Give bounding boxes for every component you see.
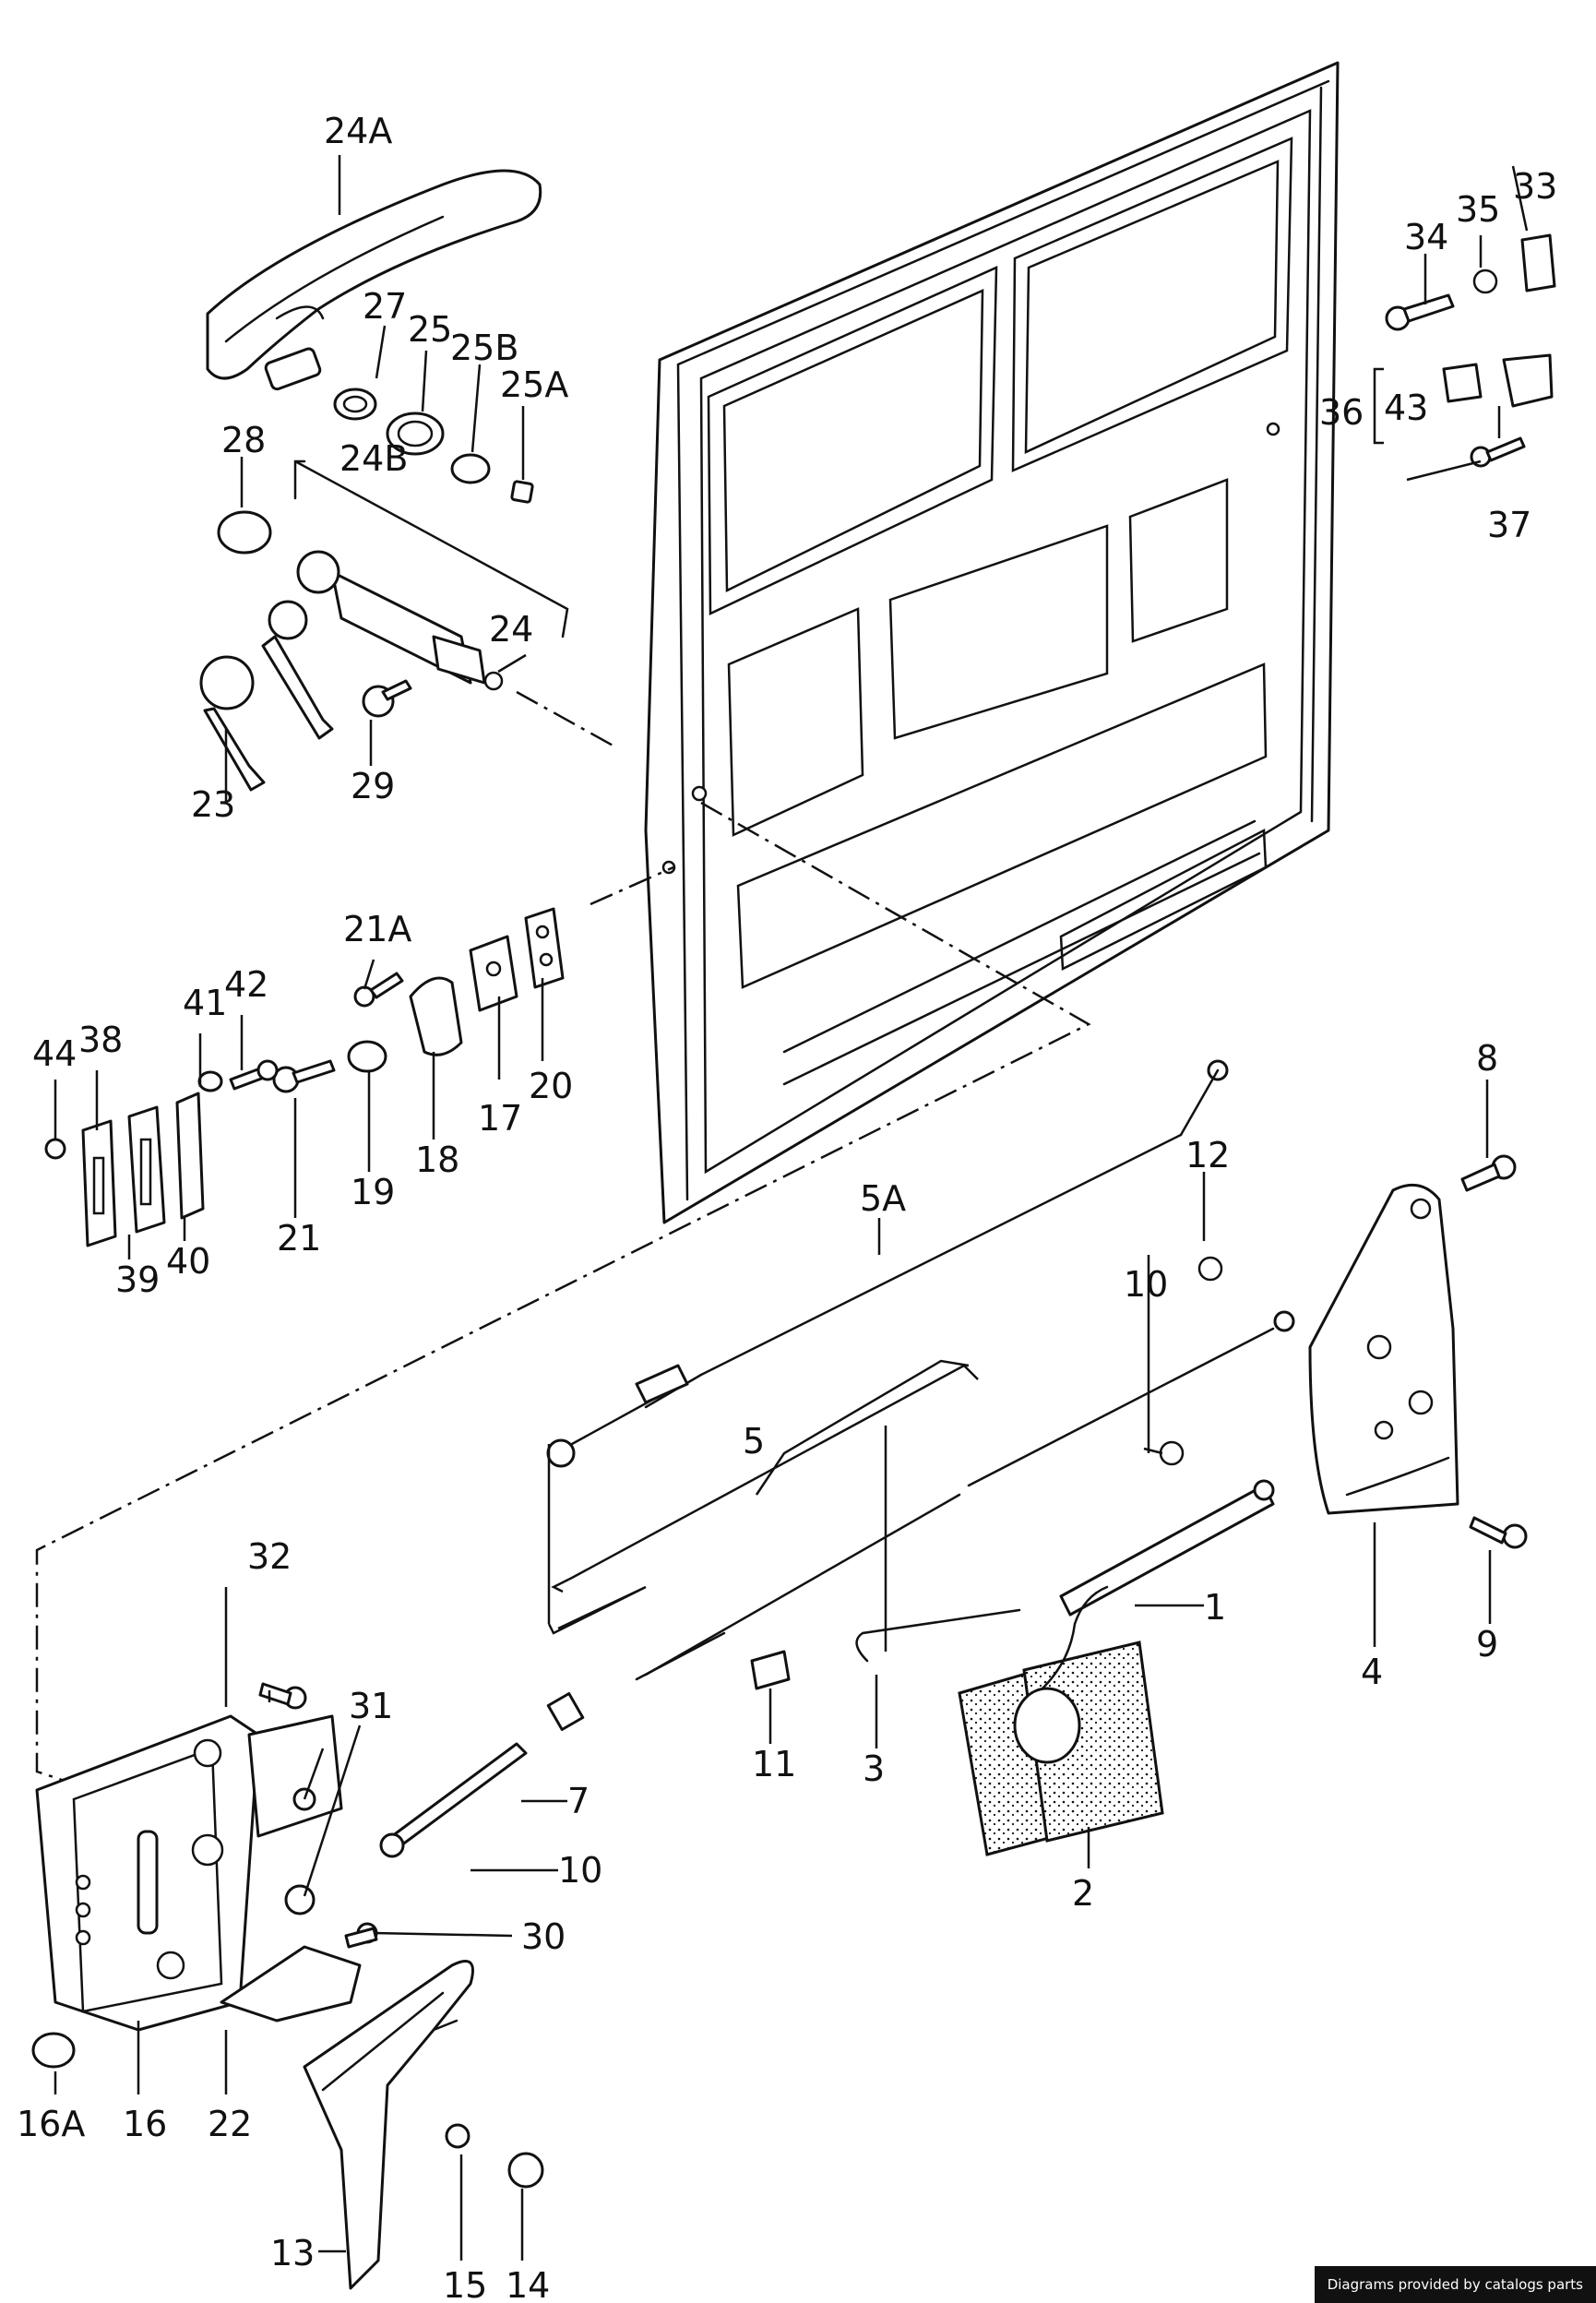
callout-3: 3 [863,1748,885,1789]
callout-35: 35 [1456,189,1500,230]
callout-42: 42 [224,964,268,1005]
callout-44: 44 [32,1033,77,1074]
callout-32: 32 [247,1536,292,1577]
callout-5a: 5A [860,1178,906,1219]
callout-25: 25 [408,309,452,350]
callout-36: 36 [1319,392,1364,433]
callout-40: 40 [166,1241,210,1282]
callout-27: 28 [221,420,266,460]
callout-14: 14 [506,2265,550,2303]
callout-31: 31 [349,1686,393,1726]
outer-door-handle [206,169,542,391]
striker-plate-parts [44,1059,279,1247]
callout-21a: 21A [343,909,411,949]
callout-22: 22 [208,2104,252,2144]
callout-24b: 24 [489,609,533,650]
stop-bracket-parts [1373,233,1556,468]
cable-5A [546,1059,1229,1468]
callout-25b: 25B [450,328,518,368]
callout-labels: 24A 27 25 25B 25A 28 24B 24 29 23 33 35 … [17,111,1557,2303]
callout-16: 16 [123,2104,167,2144]
callout-13: 13 [270,2233,315,2273]
assembly-line [35,801,1091,1783]
callout-2: 2 [1072,1873,1094,1914]
callout-43: 43 [1384,388,1428,428]
callout-1: 1 [1204,1587,1226,1628]
callout-16a: 16A [17,2104,85,2144]
callout-20: 20 [529,1066,573,1106]
callout-29: 27 [363,286,407,327]
connecting-rod-7 [379,1479,1275,1858]
callout-17: 17 [478,1098,522,1139]
assembly-line [516,690,617,749]
cable-5-rods [635,1310,1295,1681]
front-lock [31,1682,378,2069]
callout-39: 39 [115,1259,160,1300]
callout-30: 30 [521,1916,566,1957]
callout-25a: 25A [500,364,568,405]
callout-7: 7 [567,1781,590,1821]
callout-24a: 23 [191,784,235,825]
remote-control-parts [272,907,565,1093]
callout-10-top: 10 [1124,1264,1168,1305]
callout-8: 8 [1476,1038,1498,1079]
callout-11: 11 [752,1744,796,1784]
assembly-line [590,865,674,906]
callout-21: 21 [277,1218,321,1259]
callout-10-bottom: 10 [558,1850,602,1891]
callout-33: 33 [1513,166,1557,207]
rear-lock [1159,1154,1528,1549]
credit-badge: Diagrams provided by catalogs parts [1314,2266,1596,2303]
callout-leaders [54,155,1529,2261]
inner-door-handle [220,1945,544,2290]
callout-15: 15 [443,2265,487,2303]
callout-18: 18 [415,1140,459,1180]
callout-38: 38 [78,1020,123,1060]
callout-5: 5 [743,1421,765,1462]
callout-28: 29 [351,766,395,806]
callout-34: 34 [1404,217,1448,257]
callout-9: 9 [1476,1624,1498,1665]
callout-4: 4 [1361,1652,1383,1692]
callout-41: 41 [183,983,227,1023]
callout-37: 37 [1487,505,1531,545]
callout-19: 19 [351,1172,395,1212]
lock-cylinder-parts [217,388,534,555]
callout-24: 24B [339,438,408,479]
callout-23: 24A [324,111,392,151]
lock-barrel-and-keys [199,459,569,792]
callout-12: 12 [1185,1135,1230,1175]
sliding-door-panel [644,61,1340,1224]
cable-spool-and-foam [750,1585,1164,1856]
